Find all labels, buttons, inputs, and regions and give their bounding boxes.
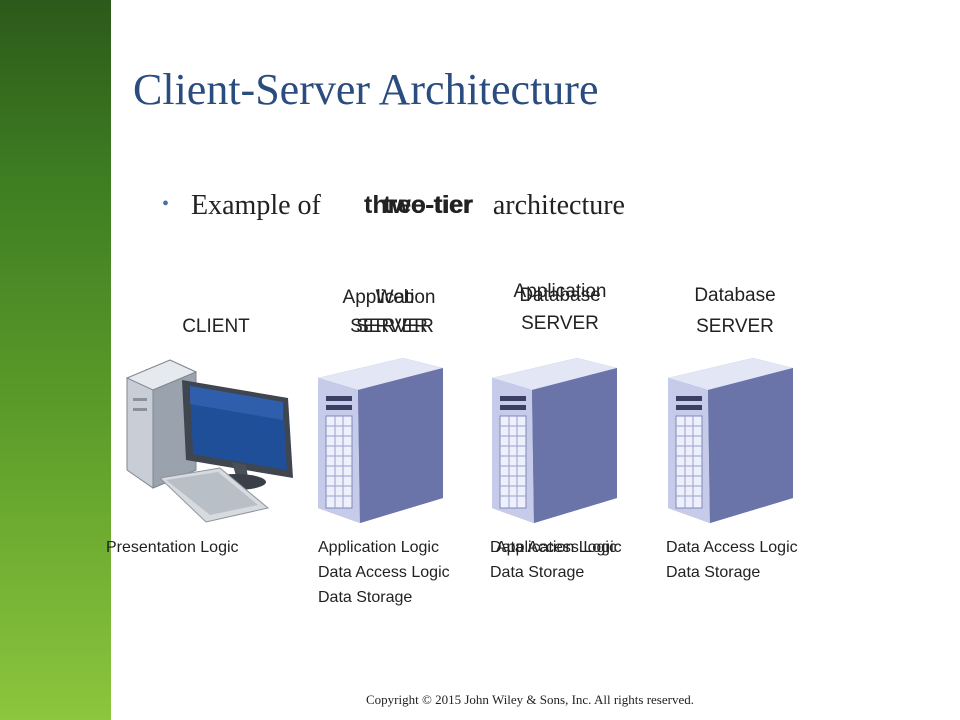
server-icon-col3 — [492, 358, 617, 523]
col3-logic-b-line1: Application Logic — [496, 539, 617, 556]
col2-header-b-line2: SERVER — [356, 316, 434, 337]
col3-logic-a-line1: Data Access Logic — [490, 539, 622, 556]
col4-header-line2: SERVER — [696, 316, 774, 337]
col4-logic-line1: Data Access Logic — [666, 539, 798, 556]
col3-header-b-line1: Database — [519, 285, 601, 306]
bullet-prefix: Example of — [191, 190, 321, 221]
bullet-suffix: architecture — [492, 190, 625, 221]
col2-header-b-line1: Web — [375, 287, 415, 308]
copyright-text: Copyright © 2015 John Wiley & Sons, Inc.… — [366, 692, 694, 707]
client-header: CLIENT — [182, 316, 250, 337]
col3-header-a-line1: Application — [513, 281, 607, 302]
col3-header-line2: SERVER — [521, 313, 599, 334]
col2-logic-line3: Data Storage — [318, 589, 413, 606]
client-computer-icon — [125, 359, 293, 523]
tier-word-three: three-tier — [364, 191, 473, 219]
slide-title: Client-Server Architecture — [133, 65, 599, 114]
client-logic-line1: Presentation Logic — [106, 539, 239, 556]
col4-logic-line2: Data Storage — [666, 564, 761, 581]
col2-logic-line2: Data Access Logic — [318, 564, 450, 581]
col4-header-line1: Database — [694, 285, 776, 306]
col3-logic-line2: Data Storage — [490, 564, 585, 581]
col2-header-a-line2: SERVER — [350, 316, 428, 337]
tier-word-two: two-tier — [383, 191, 474, 219]
bullet-text: • Example of architecture — [162, 190, 625, 222]
col2-header-a-line1: Application — [342, 287, 436, 308]
server-icon-col4 — [668, 358, 793, 523]
col2-logic-line1: Application Logic — [318, 539, 439, 556]
sidebar-gradient — [0, 0, 111, 720]
server-icon-col2 — [318, 358, 443, 523]
bullet-dot: • — [162, 193, 170, 215]
